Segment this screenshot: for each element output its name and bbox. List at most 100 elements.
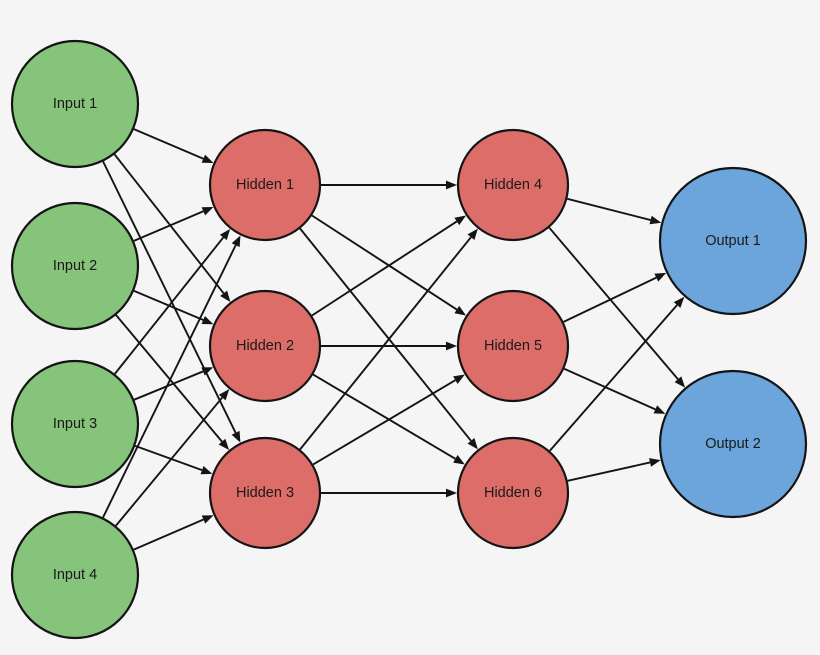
connection-line	[311, 220, 458, 317]
arrowhead-icon	[467, 228, 478, 240]
connection-h4-to-o2	[548, 227, 686, 388]
connection-line	[133, 210, 204, 242]
connection-h5-to-o1	[563, 272, 667, 323]
connection-h2-to-h6	[312, 373, 465, 465]
connection-h5-to-o2	[563, 367, 666, 414]
connection-h1-to-h4	[321, 180, 457, 190]
connection-line	[312, 379, 456, 466]
connection-h4-to-o1	[567, 197, 662, 225]
node-circle[interactable]	[208, 128, 322, 242]
connection-i2-to-h1	[133, 206, 214, 242]
arrowhead-icon	[446, 180, 457, 190]
connection-i3-to-h1	[114, 228, 231, 375]
arrowhead-icon	[220, 290, 231, 302]
connection-line	[567, 197, 651, 221]
connection-h3-to-h4	[299, 228, 478, 450]
node-i3[interactable]: Input 3	[10, 359, 140, 489]
connection-line	[102, 244, 237, 518]
arrowhead-icon	[201, 206, 214, 216]
connection-line	[567, 461, 651, 482]
layer-hidden_a: Hidden 1 Hidden 2 Hidden 3	[208, 128, 322, 550]
node-h1[interactable]: Hidden 1	[208, 128, 322, 242]
arrowhead-icon	[649, 458, 661, 467]
node-circle[interactable]	[208, 436, 322, 550]
node-circle[interactable]	[456, 289, 570, 403]
connection-line	[563, 367, 656, 411]
connection-line	[133, 128, 204, 160]
connection-i4-to-h3	[133, 515, 214, 551]
connection-h2-to-h4	[311, 215, 467, 317]
layer-input: Input 1 Input 2 Input 3 Input 4	[10, 39, 140, 640]
connection-h6-to-o2	[567, 458, 661, 482]
arrowhead-icon	[454, 305, 467, 316]
node-circle[interactable]	[658, 369, 808, 519]
connection-i4-to-h2	[115, 389, 230, 527]
arrowhead-icon	[231, 235, 241, 248]
connection-line	[133, 370, 204, 401]
node-circle[interactable]	[10, 510, 140, 640]
node-circle[interactable]	[10, 359, 140, 489]
arrowhead-icon	[654, 272, 667, 282]
node-circle[interactable]	[208, 289, 322, 403]
layer-output: Output 1 Output 2	[658, 166, 808, 519]
node-circle[interactable]	[658, 166, 808, 316]
connection-line	[549, 304, 678, 452]
node-circle[interactable]	[456, 128, 570, 242]
node-i2[interactable]: Input 2	[10, 201, 140, 331]
node-h4[interactable]: Hidden 4	[456, 128, 570, 242]
connection-h6-to-o1	[549, 296, 685, 452]
arrowhead-icon	[219, 228, 231, 241]
connection-i3-to-h2	[133, 367, 214, 401]
connection-h1-to-h5	[311, 214, 467, 316]
arrowhead-icon	[231, 430, 241, 443]
node-o2[interactable]: Output 2	[658, 369, 808, 519]
connection-line	[563, 276, 657, 323]
connection-i1-to-h1	[133, 128, 214, 164]
connection-i3-to-h3	[134, 444, 213, 475]
connection-line	[311, 214, 458, 311]
arrowhead-icon	[446, 341, 457, 351]
arrowhead-icon	[653, 405, 666, 414]
node-h3[interactable]: Hidden 3	[208, 436, 322, 550]
connection-line	[299, 236, 472, 450]
connection-line	[115, 396, 223, 527]
node-circle[interactable]	[456, 436, 570, 550]
arrowhead-icon	[201, 154, 214, 164]
connection-line	[133, 518, 204, 551]
arrowhead-icon	[453, 374, 465, 384]
connection-line	[134, 444, 203, 472]
connection-line	[114, 236, 225, 375]
connection-h1-to-h6	[299, 228, 478, 450]
arrowhead-icon	[201, 367, 214, 376]
arrowhead-icon	[201, 315, 214, 325]
connection-h3-to-h6	[321, 488, 457, 498]
node-o1[interactable]: Output 1	[658, 166, 808, 316]
arrowhead-icon	[649, 215, 662, 225]
node-circle[interactable]	[10, 39, 140, 169]
arrowhead-icon	[467, 438, 478, 450]
arrowhead-icon	[673, 296, 685, 308]
arrowhead-icon	[674, 376, 686, 388]
connection-i1-to-h2	[113, 153, 231, 302]
connection-i4-to-h1	[102, 235, 241, 518]
connection-line	[299, 228, 472, 442]
connection-line	[312, 373, 456, 460]
layer-hidden_b: Hidden 4 Hidden 5 Hidden 6	[456, 128, 570, 550]
arrowhead-icon	[446, 488, 457, 498]
node-i4[interactable]: Input 4	[10, 510, 140, 640]
connection-line	[102, 161, 237, 434]
connection-line	[113, 153, 225, 294]
arrowhead-icon	[201, 515, 214, 524]
arrowhead-icon	[218, 438, 230, 451]
arrowhead-icon	[454, 215, 467, 226]
connection-line	[548, 227, 679, 380]
node-h5[interactable]: Hidden 5	[456, 289, 570, 403]
node-circle[interactable]	[10, 201, 140, 331]
node-h2[interactable]: Hidden 2	[208, 289, 322, 403]
edge-layer	[102, 128, 686, 551]
arrowhead-icon	[453, 455, 465, 465]
node-i1[interactable]: Input 1	[10, 39, 140, 169]
node-h6[interactable]: Hidden 6	[456, 436, 570, 550]
